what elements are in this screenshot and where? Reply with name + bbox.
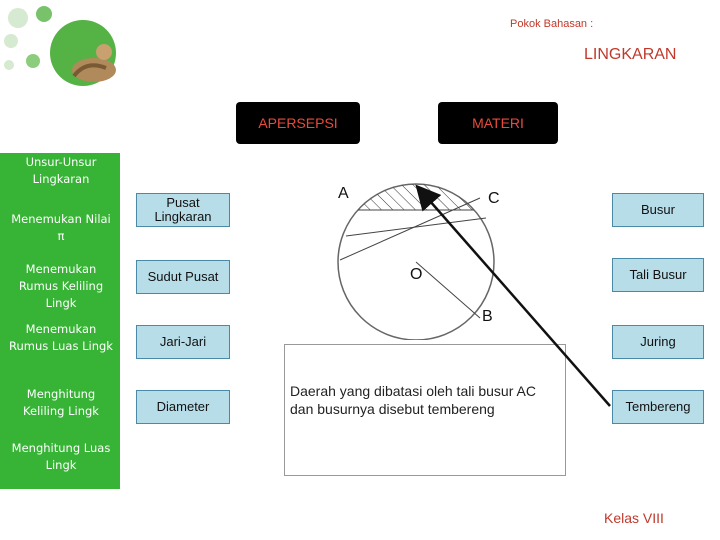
- deco-circle-small-2: [36, 6, 52, 22]
- pointer-arrow: [415, 184, 611, 407]
- sidebar-item-rumus-keliling[interactable]: Menemukan Rumus Keliling Lingk: [18, 262, 104, 310]
- radius-line: [339, 197, 481, 261]
- sidebar-item-hitung-luas[interactable]: Menghitung Luas Lingk: [11, 441, 111, 472]
- sidebar-item-hitung-keliling[interactable]: Menghitung Keliling Lingk: [23, 387, 99, 418]
- point-c-label: C: [488, 190, 500, 207]
- apersepsi-label: APERSEPSI: [258, 115, 338, 131]
- deco-circle-small-4: [26, 54, 40, 68]
- sidebar-item-rumus-luas[interactable]: Menemukan Rumus Luas Lingk: [9, 322, 113, 353]
- radius-ob: [415, 261, 481, 319]
- deco-circle-small-5: [4, 60, 14, 70]
- apersepsi-button[interactable]: APERSEPSI: [236, 102, 360, 144]
- definition-text: Daerah yang dibatasi oleh tali busur AC …: [290, 383, 536, 417]
- deco-circle-small-3: [4, 34, 18, 48]
- term-busur[interactable]: Busur: [612, 193, 704, 227]
- term-sudut-pusat[interactable]: Sudut Pusat: [136, 260, 230, 294]
- term-diameter[interactable]: Diameter: [136, 390, 230, 424]
- term-juring[interactable]: Juring: [612, 325, 704, 359]
- point-a-label: A: [338, 185, 349, 202]
- materi-button[interactable]: MATERI: [438, 102, 558, 144]
- chord-lower: [345, 217, 487, 237]
- subject-label: Pokok Bahasan :: [510, 18, 594, 30]
- point-o-label: O: [410, 266, 423, 283]
- term-jari-jari[interactable]: Jari-Jari: [136, 325, 230, 359]
- sidebar-item-unsur[interactable]: Unsur-Unsur Lingkaran: [25, 155, 97, 186]
- definition-box: [284, 344, 566, 476]
- character-illustration: [72, 44, 116, 82]
- materi-label: MATERI: [472, 115, 524, 131]
- term-pusat-lingkaran[interactable]: Pusat Lingkaran: [136, 193, 230, 227]
- point-b-label: B: [482, 308, 493, 325]
- term-tembereng[interactable]: Tembereng: [612, 390, 704, 424]
- class-label: Kelas VIII: [604, 510, 664, 526]
- deco-circle-small-1: [8, 8, 28, 28]
- sidebar-item-nilai-pi[interactable]: Menemukan Nilai π: [11, 212, 111, 243]
- topic-title: LINGKARAN: [584, 46, 677, 63]
- term-tali-busur[interactable]: Tali Busur: [612, 258, 704, 292]
